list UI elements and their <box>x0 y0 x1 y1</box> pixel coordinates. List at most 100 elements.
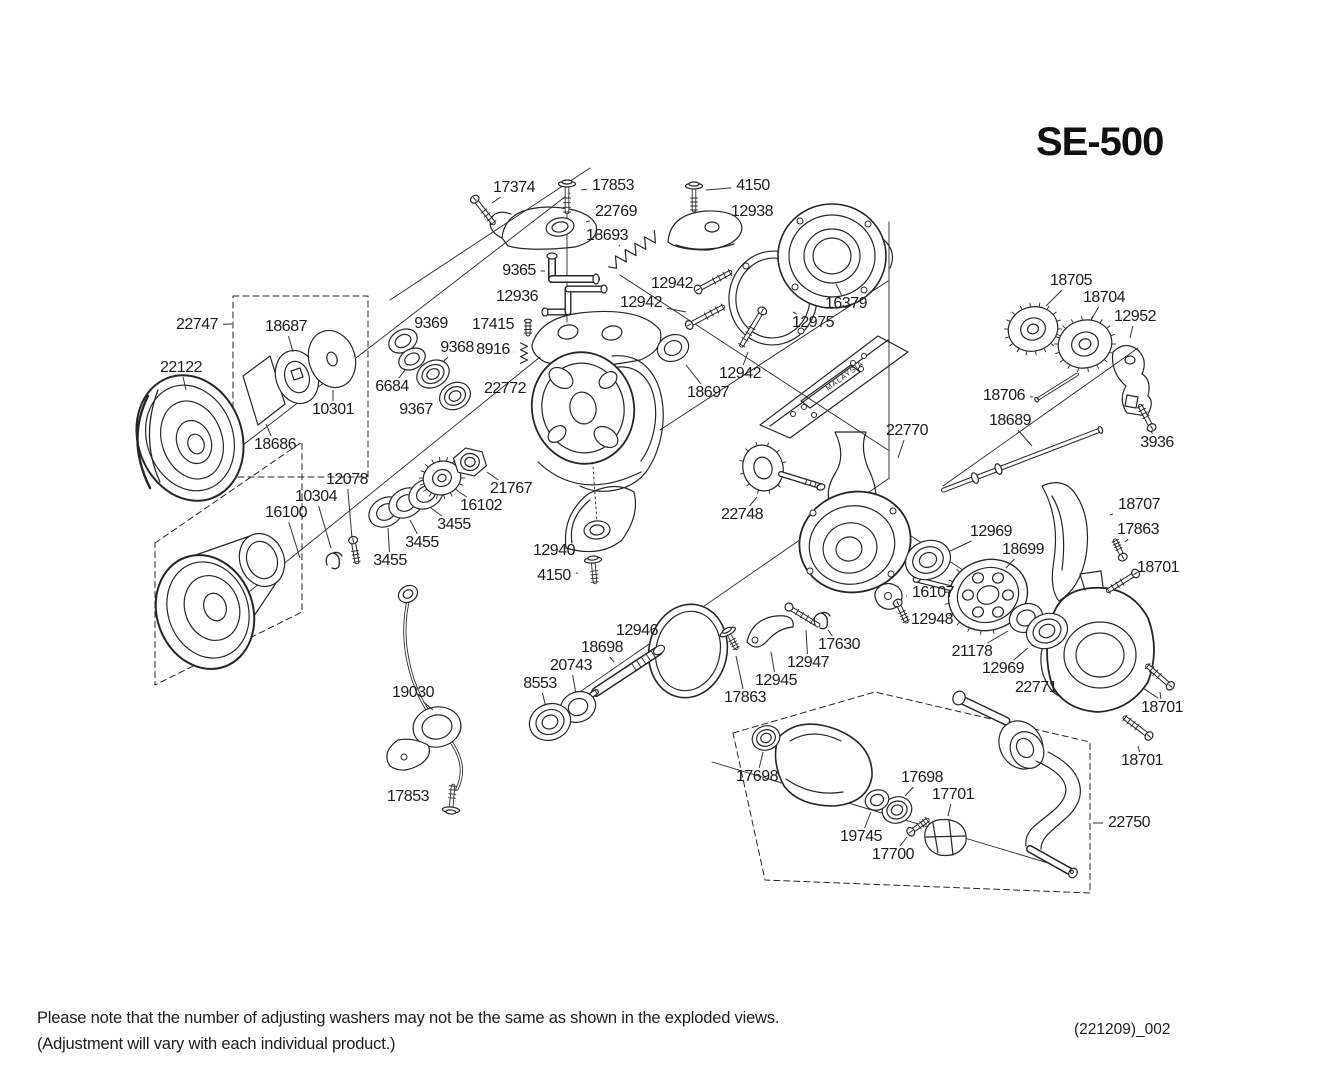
part-label-17701-70: 17701 <box>932 786 975 803</box>
leader-line-3455 <box>409 519 418 535</box>
part-label-22770-40: 22770 <box>886 422 929 439</box>
leader-line-16379 <box>835 283 842 296</box>
part-label-8553-54: 8553 <box>523 675 557 692</box>
leader-line-18698 <box>609 656 615 663</box>
part-label-17863-47: 17863 <box>1117 521 1160 538</box>
leader-line-17698 <box>758 751 764 769</box>
part-label-18699-43: 18699 <box>1002 541 1045 558</box>
part-label-12952-23: 12952 <box>1114 308 1157 325</box>
part-label-17698-66: 17698 <box>736 768 779 785</box>
leader-line-18689 <box>1017 429 1033 447</box>
part-label-12948-45: 12948 <box>911 611 954 628</box>
part-label-12969-60: 12969 <box>982 660 1025 677</box>
model-title: SE-500 <box>1036 120 1164 164</box>
leader-line-19030 <box>423 701 434 711</box>
part-label-17853-1: 17853 <box>592 177 635 194</box>
leader-line-17863 <box>1124 538 1129 543</box>
part-label-18686-31: 18686 <box>254 436 297 453</box>
part-label-12975-11: 12975 <box>792 314 835 331</box>
part-label-18707-46: 18707 <box>1118 496 1161 513</box>
part-label-17853-65: 17853 <box>387 788 430 805</box>
leader-line-22770 <box>897 439 905 459</box>
part-label-22769-3: 22769 <box>595 203 638 220</box>
part-label-12946-51: 12946 <box>616 622 659 639</box>
part-label-16102-38: 16102 <box>460 497 503 514</box>
part-label-18701-48: 18701 <box>1137 559 1180 576</box>
part-label-12078-32: 12078 <box>326 471 369 488</box>
leader-line-12969 <box>949 540 972 552</box>
leader-line-18687 <box>288 335 294 353</box>
part-label-12969-42: 12969 <box>970 523 1013 540</box>
leader-line-12969 <box>1013 647 1029 661</box>
part-label-12945-56: 12945 <box>755 672 798 689</box>
part-label-16107-44: 16107 <box>912 584 955 601</box>
part-label-18687-28: 18687 <box>265 318 308 335</box>
part-label-12947-57: 12947 <box>787 654 830 671</box>
leader-line-18686 <box>265 423 272 437</box>
note-line-1: Please note that the number of adjusting… <box>37 1009 780 1027</box>
leader-line-22122 <box>182 376 187 391</box>
construction-lines <box>176 167 1159 873</box>
part-label-9368-15: 9368 <box>440 339 474 356</box>
leader-line-12078 <box>347 488 353 539</box>
part-label-17374-0: 17374 <box>493 179 536 196</box>
leader-line-22748 <box>749 496 758 507</box>
leader-line-18699 <box>1005 558 1015 569</box>
part-label-10301-30: 10301 <box>312 401 355 418</box>
part-label-9367-18: 9367 <box>399 401 433 418</box>
part-label-16100-34: 16100 <box>265 504 308 521</box>
part-label-18698-52: 18698 <box>581 639 624 656</box>
leader-line-6684 <box>398 369 406 379</box>
leader-line-12942 <box>666 307 687 313</box>
part-label-4150-2: 4150 <box>736 177 770 194</box>
document-number: (221209)_002 <box>1074 1021 1171 1038</box>
leader-line-18707 <box>1109 513 1114 516</box>
leader-line-12942 <box>742 351 749 366</box>
part-label-22772-17: 22772 <box>484 380 527 397</box>
part-label-18705-21: 18705 <box>1050 272 1093 289</box>
leader-line-4150 <box>705 187 732 191</box>
leader-line-12947 <box>805 629 808 655</box>
part-label-19745-68: 19745 <box>840 828 883 845</box>
leader-line-16100 <box>288 521 301 559</box>
leader-line-19745 <box>864 811 872 829</box>
leader-line-20743 <box>572 674 577 695</box>
leader-line-17630 <box>827 629 833 637</box>
part-label-21178-59: 21178 <box>951 643 993 660</box>
part-label-9365-6: 9365 <box>502 262 536 279</box>
part-label-21767-39: 21767 <box>490 480 533 497</box>
leader-line-17700 <box>899 836 908 847</box>
leader-line-17698 <box>904 786 914 797</box>
part-label-12942-20: 12942 <box>719 365 762 382</box>
part-label-19030-64: 19030 <box>392 684 435 701</box>
leader-line-18701 <box>1137 745 1141 753</box>
part-label-4150-50: 4150 <box>537 567 571 584</box>
leader-line-3455 <box>430 507 443 517</box>
part-label-12936-7: 12936 <box>496 288 539 305</box>
part-label-12938-4: 12938 <box>731 203 774 220</box>
leader-line-21767 <box>486 471 499 481</box>
part-label-12942-9: 12942 <box>620 294 663 311</box>
leader-line-21178 <box>987 630 1009 644</box>
part-label-8916-14: 8916 <box>476 341 510 358</box>
leader-line-22769 <box>585 220 591 223</box>
part-label-17415-13: 17415 <box>472 316 515 333</box>
leader-line-18701 <box>1159 691 1162 700</box>
note-line-2: (Adjustment will vary with each individu… <box>37 1035 396 1053</box>
part-label-18701-63: 18701 <box>1121 752 1164 769</box>
part-label-6684-16: 6684 <box>375 378 409 395</box>
part-label-18697-19: 18697 <box>687 384 730 401</box>
part-label-20743-53: 20743 <box>550 657 593 674</box>
leader-line-16102 <box>458 491 468 498</box>
part-label-17863-55: 17863 <box>724 689 767 706</box>
leader-line-12975 <box>792 311 797 315</box>
leader-line-17374 <box>491 196 502 204</box>
part-label-16379-10: 16379 <box>825 295 868 312</box>
part-label-18706-24: 18706 <box>983 387 1026 404</box>
part-label-22771-61: 22771 <box>1015 679 1058 696</box>
part-label-18693-5: 18693 <box>586 227 629 244</box>
leader-line-3455 <box>387 527 390 553</box>
part-label-3936-26: 3936 <box>1140 434 1174 451</box>
